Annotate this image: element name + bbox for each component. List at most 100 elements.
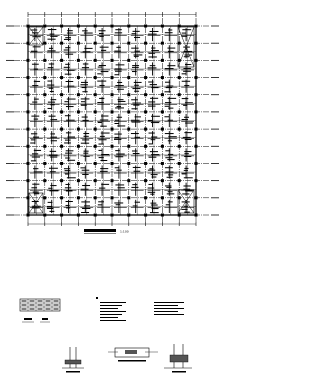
annotation-mark	[151, 154, 160, 156]
annotation-mark	[131, 108, 138, 110]
annotation-mark	[47, 38, 56, 40]
annotation-mark	[49, 91, 54, 93]
annotation-mark	[116, 116, 123, 118]
annotation-mark	[81, 169, 90, 171]
column-marker	[160, 24, 164, 28]
column-marker	[144, 110, 148, 114]
annotation-mark	[116, 153, 125, 155]
annotation-mark	[166, 193, 175, 195]
detail-section-3	[164, 344, 192, 373]
general-notes	[96, 297, 184, 321]
annotation-mark	[148, 143, 153, 145]
column-marker	[144, 161, 148, 165]
legend-table-cell-text	[53, 308, 59, 310]
annotation-mark	[98, 201, 105, 203]
annotation-mark	[98, 32, 104, 34]
column-marker	[144, 76, 148, 80]
annotation-mark	[31, 207, 39, 209]
column-marker	[144, 58, 148, 62]
annotation-mark	[164, 133, 174, 135]
annotation-mark	[115, 184, 125, 186]
annotation-mark	[32, 85, 39, 87]
column-marker	[60, 24, 64, 28]
annotation-mark	[48, 47, 54, 49]
annotation-mark	[149, 65, 156, 67]
annotation-mark	[117, 99, 124, 101]
column-marker	[26, 127, 30, 131]
annotation-mark	[164, 116, 170, 118]
annotation-mark	[147, 67, 157, 69]
annotation-mark	[33, 168, 39, 170]
annotation-mark	[183, 104, 188, 106]
column-marker	[127, 179, 131, 183]
annotation-mark	[48, 63, 55, 65]
column-marker	[194, 24, 198, 28]
annotation-mark	[167, 50, 174, 52]
column-marker	[194, 144, 198, 148]
annotation-mark	[165, 171, 174, 173]
annotation-mark	[167, 119, 173, 121]
column-marker	[194, 76, 198, 80]
annotation-mark	[82, 173, 89, 175]
annotation-mark	[50, 185, 57, 187]
notes-line-right	[154, 314, 184, 315]
column-marker	[160, 41, 164, 45]
column-marker	[93, 161, 97, 165]
annotation-mark	[82, 51, 91, 53]
column-marker	[177, 58, 181, 62]
annotation-mark	[164, 185, 172, 187]
column-marker	[110, 41, 114, 45]
column-marker	[60, 93, 64, 97]
annotation-mark	[168, 29, 173, 31]
annotation-mark	[150, 202, 157, 204]
corner-stair-block-top-left	[28, 26, 44, 46]
annotation-mark	[134, 136, 141, 138]
column-marker	[160, 76, 164, 80]
annotation-mark	[64, 101, 69, 103]
annotation-mark	[83, 152, 89, 154]
column-marker	[110, 93, 114, 97]
annotation-mark	[181, 119, 189, 121]
notes-line-left	[100, 305, 122, 306]
annotation-mark	[65, 47, 71, 49]
annotation-mark	[80, 142, 90, 144]
annotation-mark	[50, 119, 58, 121]
column-marker	[110, 144, 114, 148]
annotation-mark	[164, 105, 170, 107]
legend-labels	[22, 318, 50, 323]
annotation-mark	[148, 101, 156, 103]
annotation-mark	[114, 32, 123, 34]
annotation-mark	[64, 139, 71, 141]
notes-line-left	[100, 314, 122, 315]
column-marker	[26, 196, 30, 200]
legend-table-cell-text	[21, 304, 27, 306]
annotation-mark	[80, 98, 90, 100]
annotation-mark	[167, 65, 176, 67]
annotation-mark	[131, 66, 139, 68]
column-marker	[93, 196, 97, 200]
legend-table-cell-text	[45, 308, 51, 310]
annotation-mark	[97, 121, 102, 123]
annotation-mark	[80, 104, 87, 106]
annotation-mark	[65, 81, 74, 83]
annotation-mark	[33, 118, 39, 120]
annotation-mark	[184, 54, 193, 56]
column-marker	[93, 58, 97, 62]
annotation-mark	[167, 159, 175, 161]
column-marker	[60, 144, 64, 148]
annotation-mark	[80, 84, 88, 86]
corner-stair-block-bottom-right	[177, 189, 195, 214]
annotation-mark	[151, 47, 156, 49]
annotation-mark	[33, 149, 42, 151]
annotation-mark	[131, 99, 138, 101]
scale-note: 1:100	[120, 230, 129, 234]
column-marker	[160, 93, 164, 97]
annotation-mark	[48, 154, 58, 156]
annotation-mark	[47, 84, 55, 86]
annotation-mark	[83, 155, 90, 157]
annotation-mark	[99, 97, 105, 99]
axis-dimension-ticks	[6, 12, 219, 226]
column-marker	[144, 144, 148, 148]
annotation-mark	[64, 187, 72, 189]
annotation-mark	[31, 115, 40, 117]
